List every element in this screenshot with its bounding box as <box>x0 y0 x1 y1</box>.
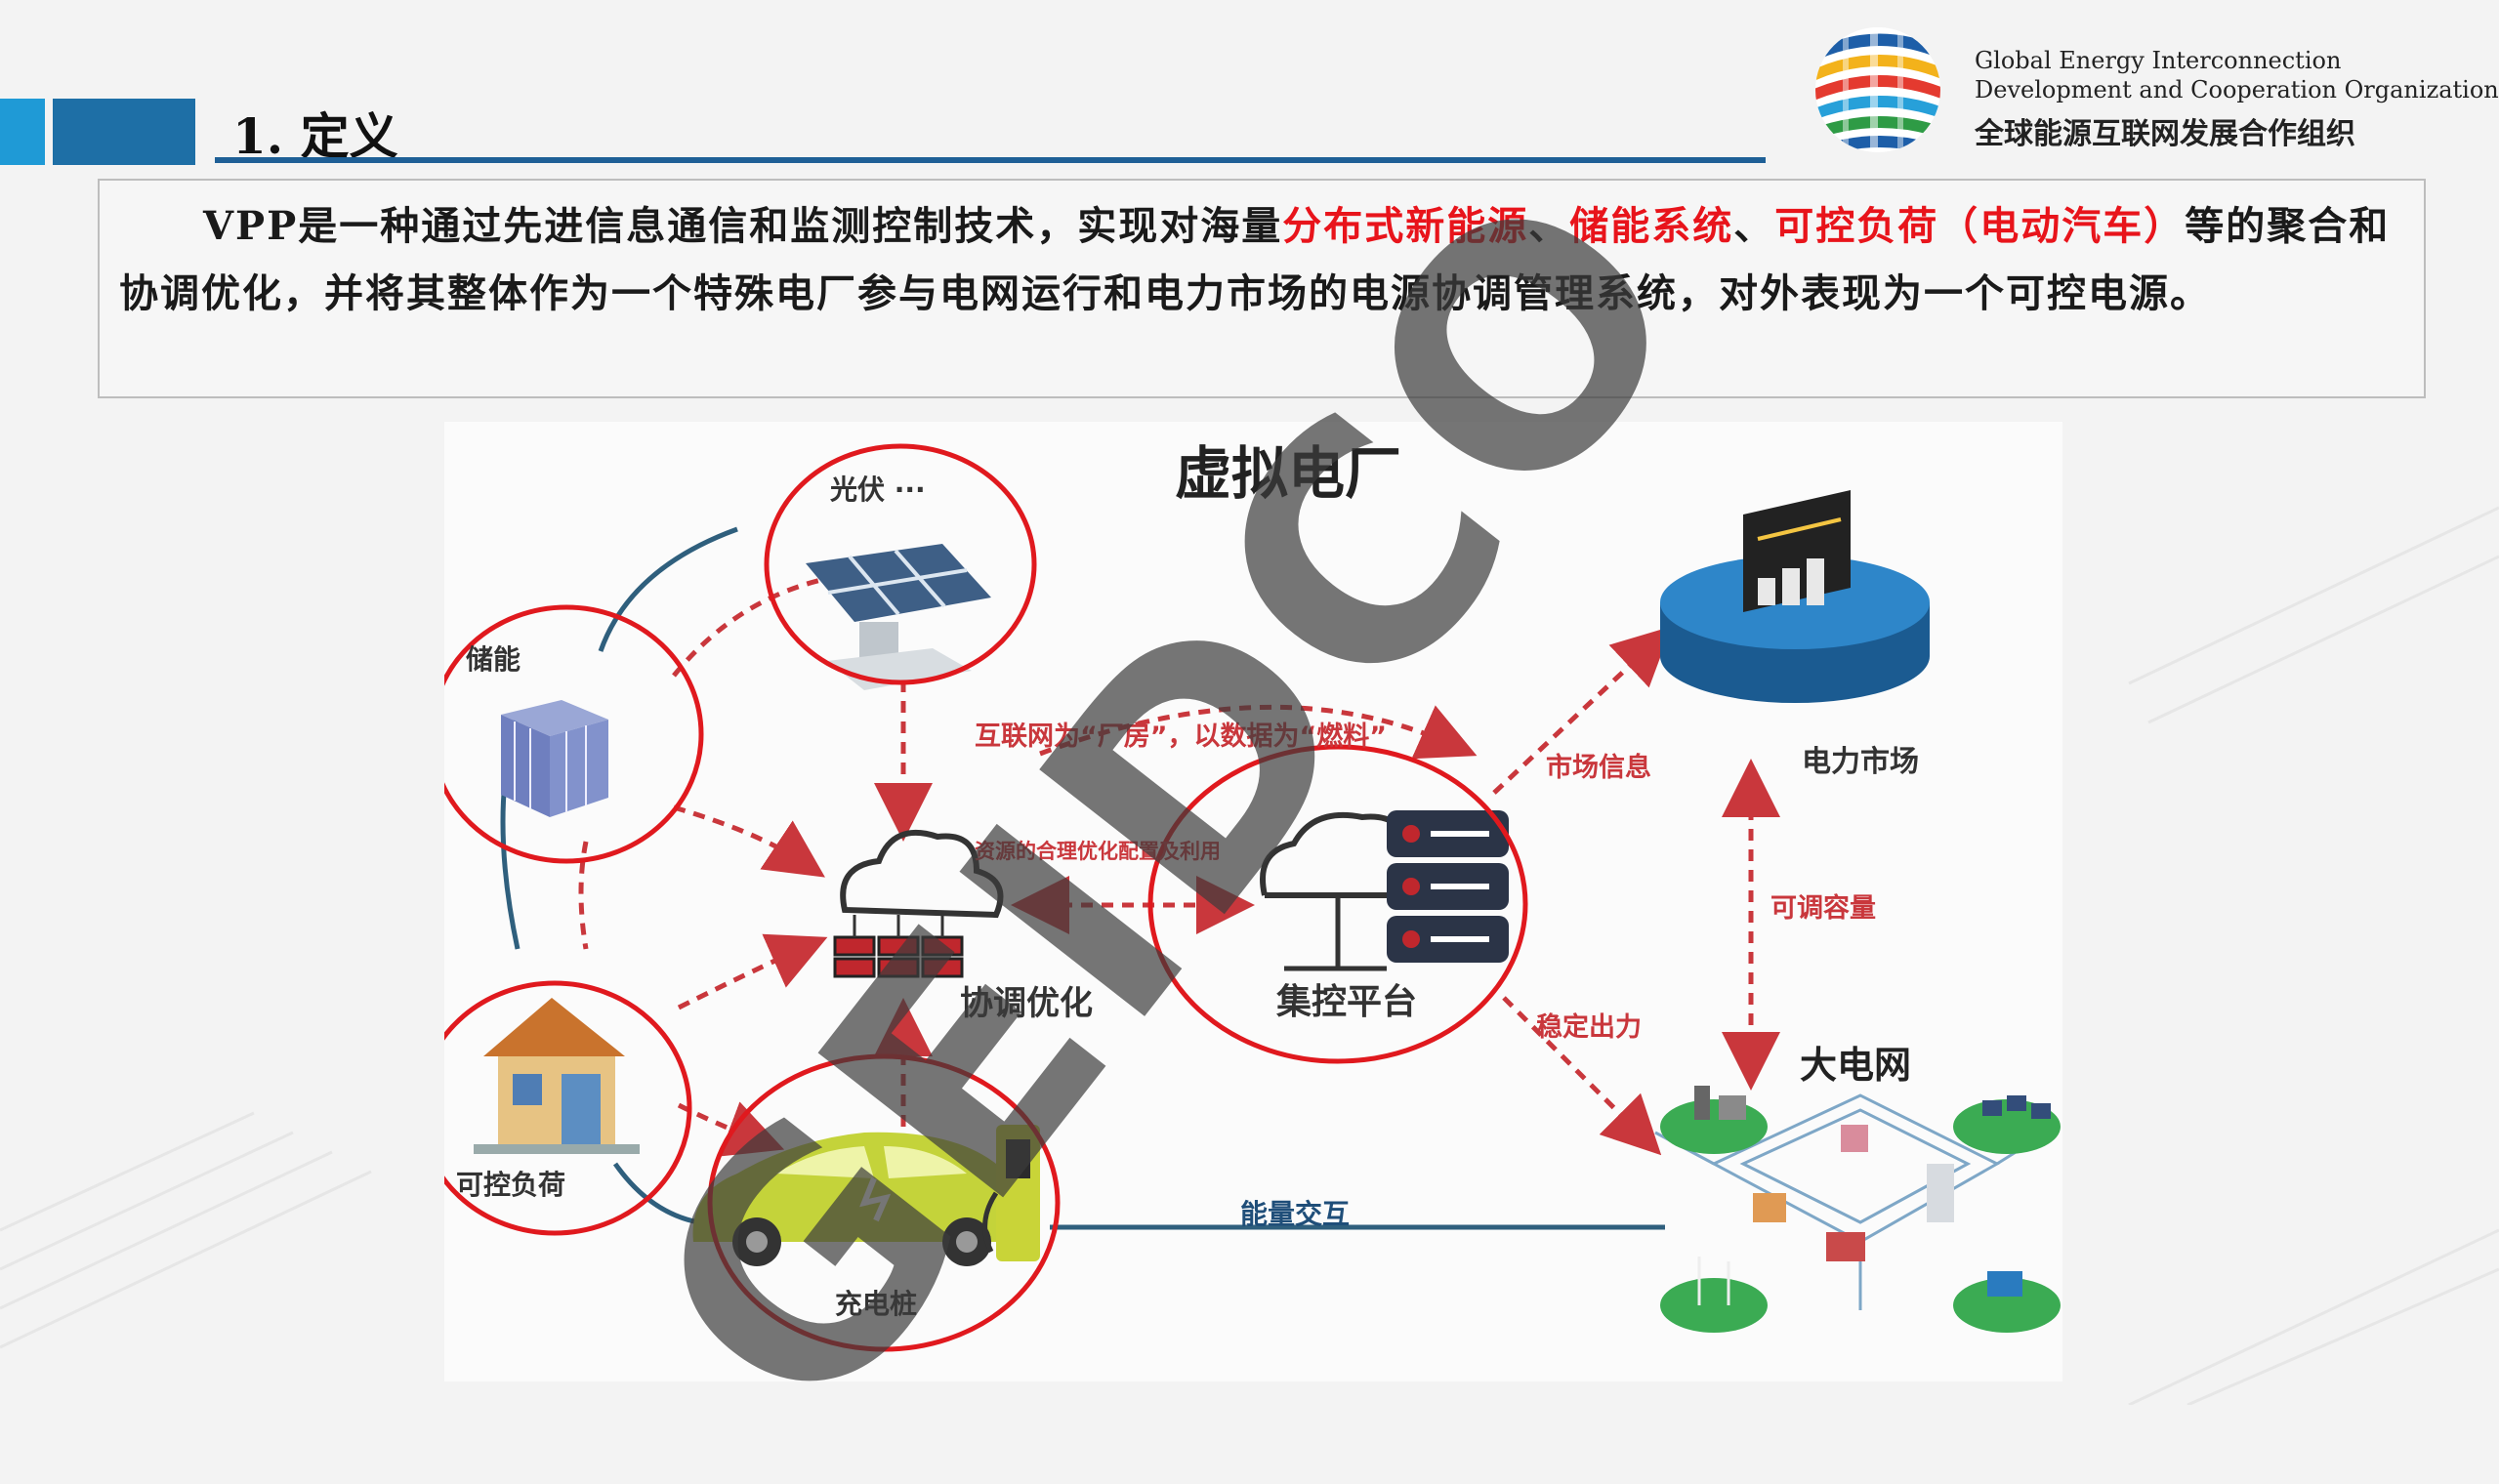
house-icon <box>474 998 640 1154</box>
highlight-distributed-energy: 分布式新能源 <box>1282 203 1529 249</box>
label-control-platform: 集控平台 <box>1276 982 1418 1022</box>
diagram-title: 虚拟电厂 <box>1175 440 1402 507</box>
solar-panel-icon <box>806 544 991 690</box>
highlight-controllable-load: 可控负荷（电动汽车） <box>1774 203 2186 249</box>
market-chart-icon <box>1660 490 1930 703</box>
circle-storage <box>444 604 704 864</box>
arrow-storage-to-coordination <box>673 804 825 878</box>
definition-sep1: 、 <box>1528 203 1570 249</box>
label-market-info: 市场信息 <box>1546 753 1651 783</box>
org-name-cn: 全球能源互联网发展合作组织 <box>1975 117 2355 151</box>
definition-part2: 等的聚合和协调优化，并将其整体作为一个特殊电厂参与电网运行和电力市场的电源协调管… <box>119 203 2391 316</box>
resource-ring <box>500 526 1665 1230</box>
charging-pile-icon <box>982 1125 1040 1261</box>
background-pattern <box>0 506 2499 1405</box>
circle-platform <box>1147 744 1528 1064</box>
label-coordination: 协调优化 <box>960 984 1093 1023</box>
header-accent-light <box>0 99 45 165</box>
arrow-platform-to-market <box>1492 626 1672 795</box>
header-accent-dark <box>53 99 195 165</box>
label-resource-allocation: 资源的合理优化配置及利用 <box>975 840 1221 863</box>
definition-part1: VPP是一种通过先进信息通信和监测控制技术，实现对海量 <box>203 203 1283 249</box>
circle-charger <box>707 1053 1061 1352</box>
arrow-storage-arc <box>672 575 831 678</box>
org-name-en-line1: Global Energy Interconnection <box>1975 47 2342 74</box>
circle-pv <box>764 443 1037 685</box>
ev-car-icon <box>692 1132 1025 1266</box>
definition-sep2: 、 <box>1733 203 1775 249</box>
title-underline <box>215 157 1766 163</box>
coordination-cloud-icon <box>833 829 1004 978</box>
arrow-load-to-charger <box>677 1101 785 1157</box>
arrow-load-to-coordination <box>677 933 828 1010</box>
control-platform-icon <box>1260 810 1509 971</box>
label-controllable-load: 可控负荷 <box>456 1169 566 1201</box>
diagram-graphics <box>444 443 2061 1352</box>
label-stable-output: 稳定出力 <box>1536 1012 1642 1043</box>
globe-logo-icon <box>1815 27 1940 152</box>
circle-load <box>444 980 692 1236</box>
power-grid-icon <box>1654 1086 2061 1333</box>
definition-box: VPP是一种通过先进信息通信和监测控制技术，实现对海量分布式新能源、储能系统、可… <box>98 179 2426 398</box>
section-title: 1. 定义 <box>232 107 398 165</box>
label-storage: 储能 <box>466 643 521 676</box>
label-power-market: 电力市场 <box>1802 745 1919 779</box>
label-power-grid: 大电网 <box>1800 1044 1912 1087</box>
arrow-internet-curve <box>1039 704 1478 760</box>
label-internet-data: 互联网为“厂房”，以数据为“燃料” <box>975 721 1387 752</box>
storage-cabinet-icon <box>501 700 608 817</box>
label-adjustable-capacity: 可调容量 <box>1770 893 1876 924</box>
arrow-storage-down <box>578 841 589 950</box>
label-charger: 充电桩 <box>835 1288 918 1320</box>
definition-text: VPP是一种通过先进信息通信和监测控制技术，实现对海量分布式新能源、储能系统、可… <box>119 192 2404 327</box>
label-pv: 光伏 ··· <box>830 474 926 506</box>
org-name-en-line2: Development and Cooperation Organization <box>1975 76 2499 103</box>
label-energy-exchange: 能量交互 <box>1240 1198 1351 1230</box>
arrow-platform-to-grid <box>1502 996 1662 1156</box>
highlight-storage-system: 储能系统 <box>1569 203 1734 249</box>
vpp-diagram: 虚拟电厂 光伏 ··· 储能 可控负荷 充电桩 协调优化 集控平台 电力市场 大… <box>444 422 2062 1381</box>
